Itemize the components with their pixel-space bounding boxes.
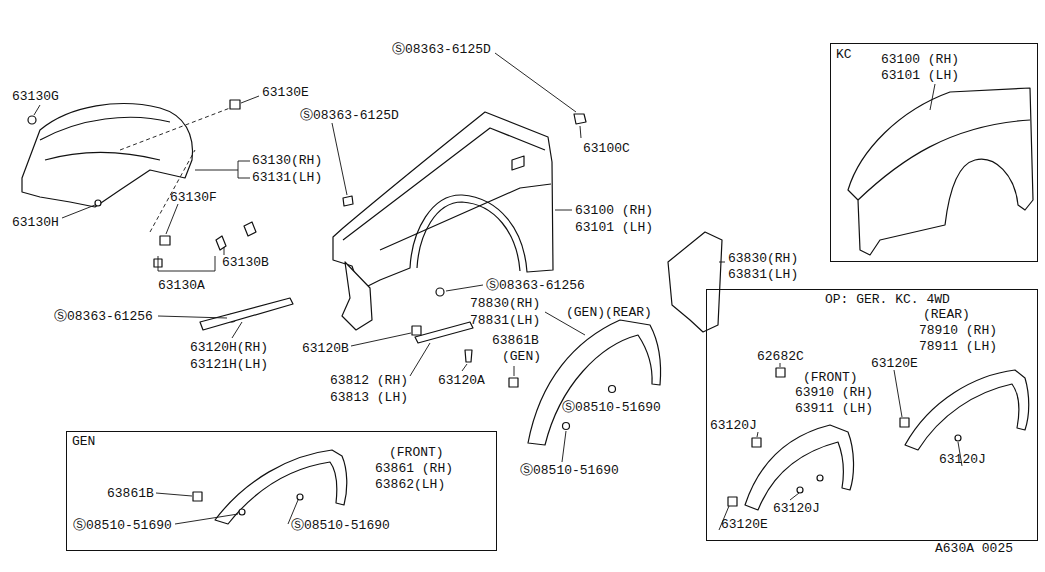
callout-number: 63120J — [773, 501, 820, 516]
callout-number: 78910 (RH) — [919, 323, 997, 338]
callout-number: 63910 (RH) — [795, 385, 873, 400]
callout-number: 63130H — [12, 215, 59, 230]
callout-number: 78830(RH) — [470, 296, 540, 311]
callout-number: 63121H(LH) — [190, 357, 268, 372]
callout-number: 63120J — [939, 452, 986, 467]
callout-number: 63120A — [438, 373, 485, 388]
callout-number: 63120E — [871, 356, 918, 371]
callout-number: 63830(RH) — [728, 251, 798, 266]
callout-number: 63861 (RH) — [375, 461, 453, 476]
callout-number: Ⓢ08510-51690 — [291, 518, 390, 533]
callout-number: 63862(LH) — [375, 477, 445, 492]
callout-number: Ⓢ08510-51690 — [562, 400, 661, 415]
callout-number: 78911 (LH) — [919, 339, 997, 354]
callout-number: 63130A — [158, 278, 205, 293]
panel-heading: GEN — [72, 434, 95, 449]
callout-number: 63130F — [170, 190, 217, 205]
panel-heading: OP: GER. KC. 4WD — [825, 292, 950, 307]
variant-panel: OP: GER. KC. 4WD(REAR)78910 (RH)78911 (L… — [706, 289, 1038, 541]
callout-number: 63120E — [721, 517, 768, 532]
callout-number: 63130G — [12, 89, 59, 104]
callout-number: Ⓢ08363-61256 — [486, 278, 585, 293]
callout-number: Ⓢ08363-61256 — [54, 309, 153, 324]
callout-number: 62682C — [757, 349, 804, 364]
callout-number: 63831(LH) — [728, 267, 798, 282]
callout-number: (FRONT) — [389, 445, 444, 460]
callout-number: 63100C — [583, 141, 630, 156]
callout-number: 63130B — [222, 255, 269, 270]
panel-heading: KC — [836, 47, 852, 62]
callout-number: 63130E — [262, 85, 309, 100]
callout-number: Ⓢ08510-51690 — [520, 463, 619, 478]
callout-number: 63130(RH) — [252, 153, 322, 168]
callout-number: 63101 (LH) — [575, 220, 653, 235]
callout-number: Ⓢ08510-51690 — [73, 518, 172, 533]
callout-number: 63120H(RH) — [190, 340, 268, 355]
variant-panel: GEN (FRONT)63861 (RH)63862(LH) 63861B Ⓢ0851… — [66, 431, 497, 551]
callout-number: (GEN)(REAR) — [566, 305, 652, 320]
callout-number: 63861B — [107, 486, 154, 501]
callout-number: (REAR) — [923, 307, 970, 322]
callout-number: 63861B — [492, 333, 539, 348]
callout-number: 63101 (LH) — [881, 68, 959, 83]
variant-panel: KC 63100 (RH)63101 (LH) — [830, 43, 1038, 262]
callout-number: (GEN) — [502, 349, 541, 364]
callout-number: 63120B — [302, 341, 349, 356]
callout-number: A630A 0025 — [935, 541, 1013, 556]
callout-number: 63100 (RH) — [575, 203, 653, 218]
callout-number: 63120J — [710, 418, 757, 433]
callout-number: 63812 (RH) — [330, 373, 408, 388]
callout-number: 63911 (LH) — [795, 401, 873, 416]
callout-number: (FRONT) — [803, 370, 858, 385]
callout-number: 63131(LH) — [252, 170, 322, 185]
callout-number: 63100 (RH) — [881, 52, 959, 67]
callout-number: Ⓢ08363-6125D — [392, 42, 491, 57]
callout-number: 63813 (LH) — [330, 390, 408, 405]
callout-number: Ⓢ08363-6125D — [300, 108, 399, 123]
callout-number: 78831(LH) — [470, 313, 540, 328]
